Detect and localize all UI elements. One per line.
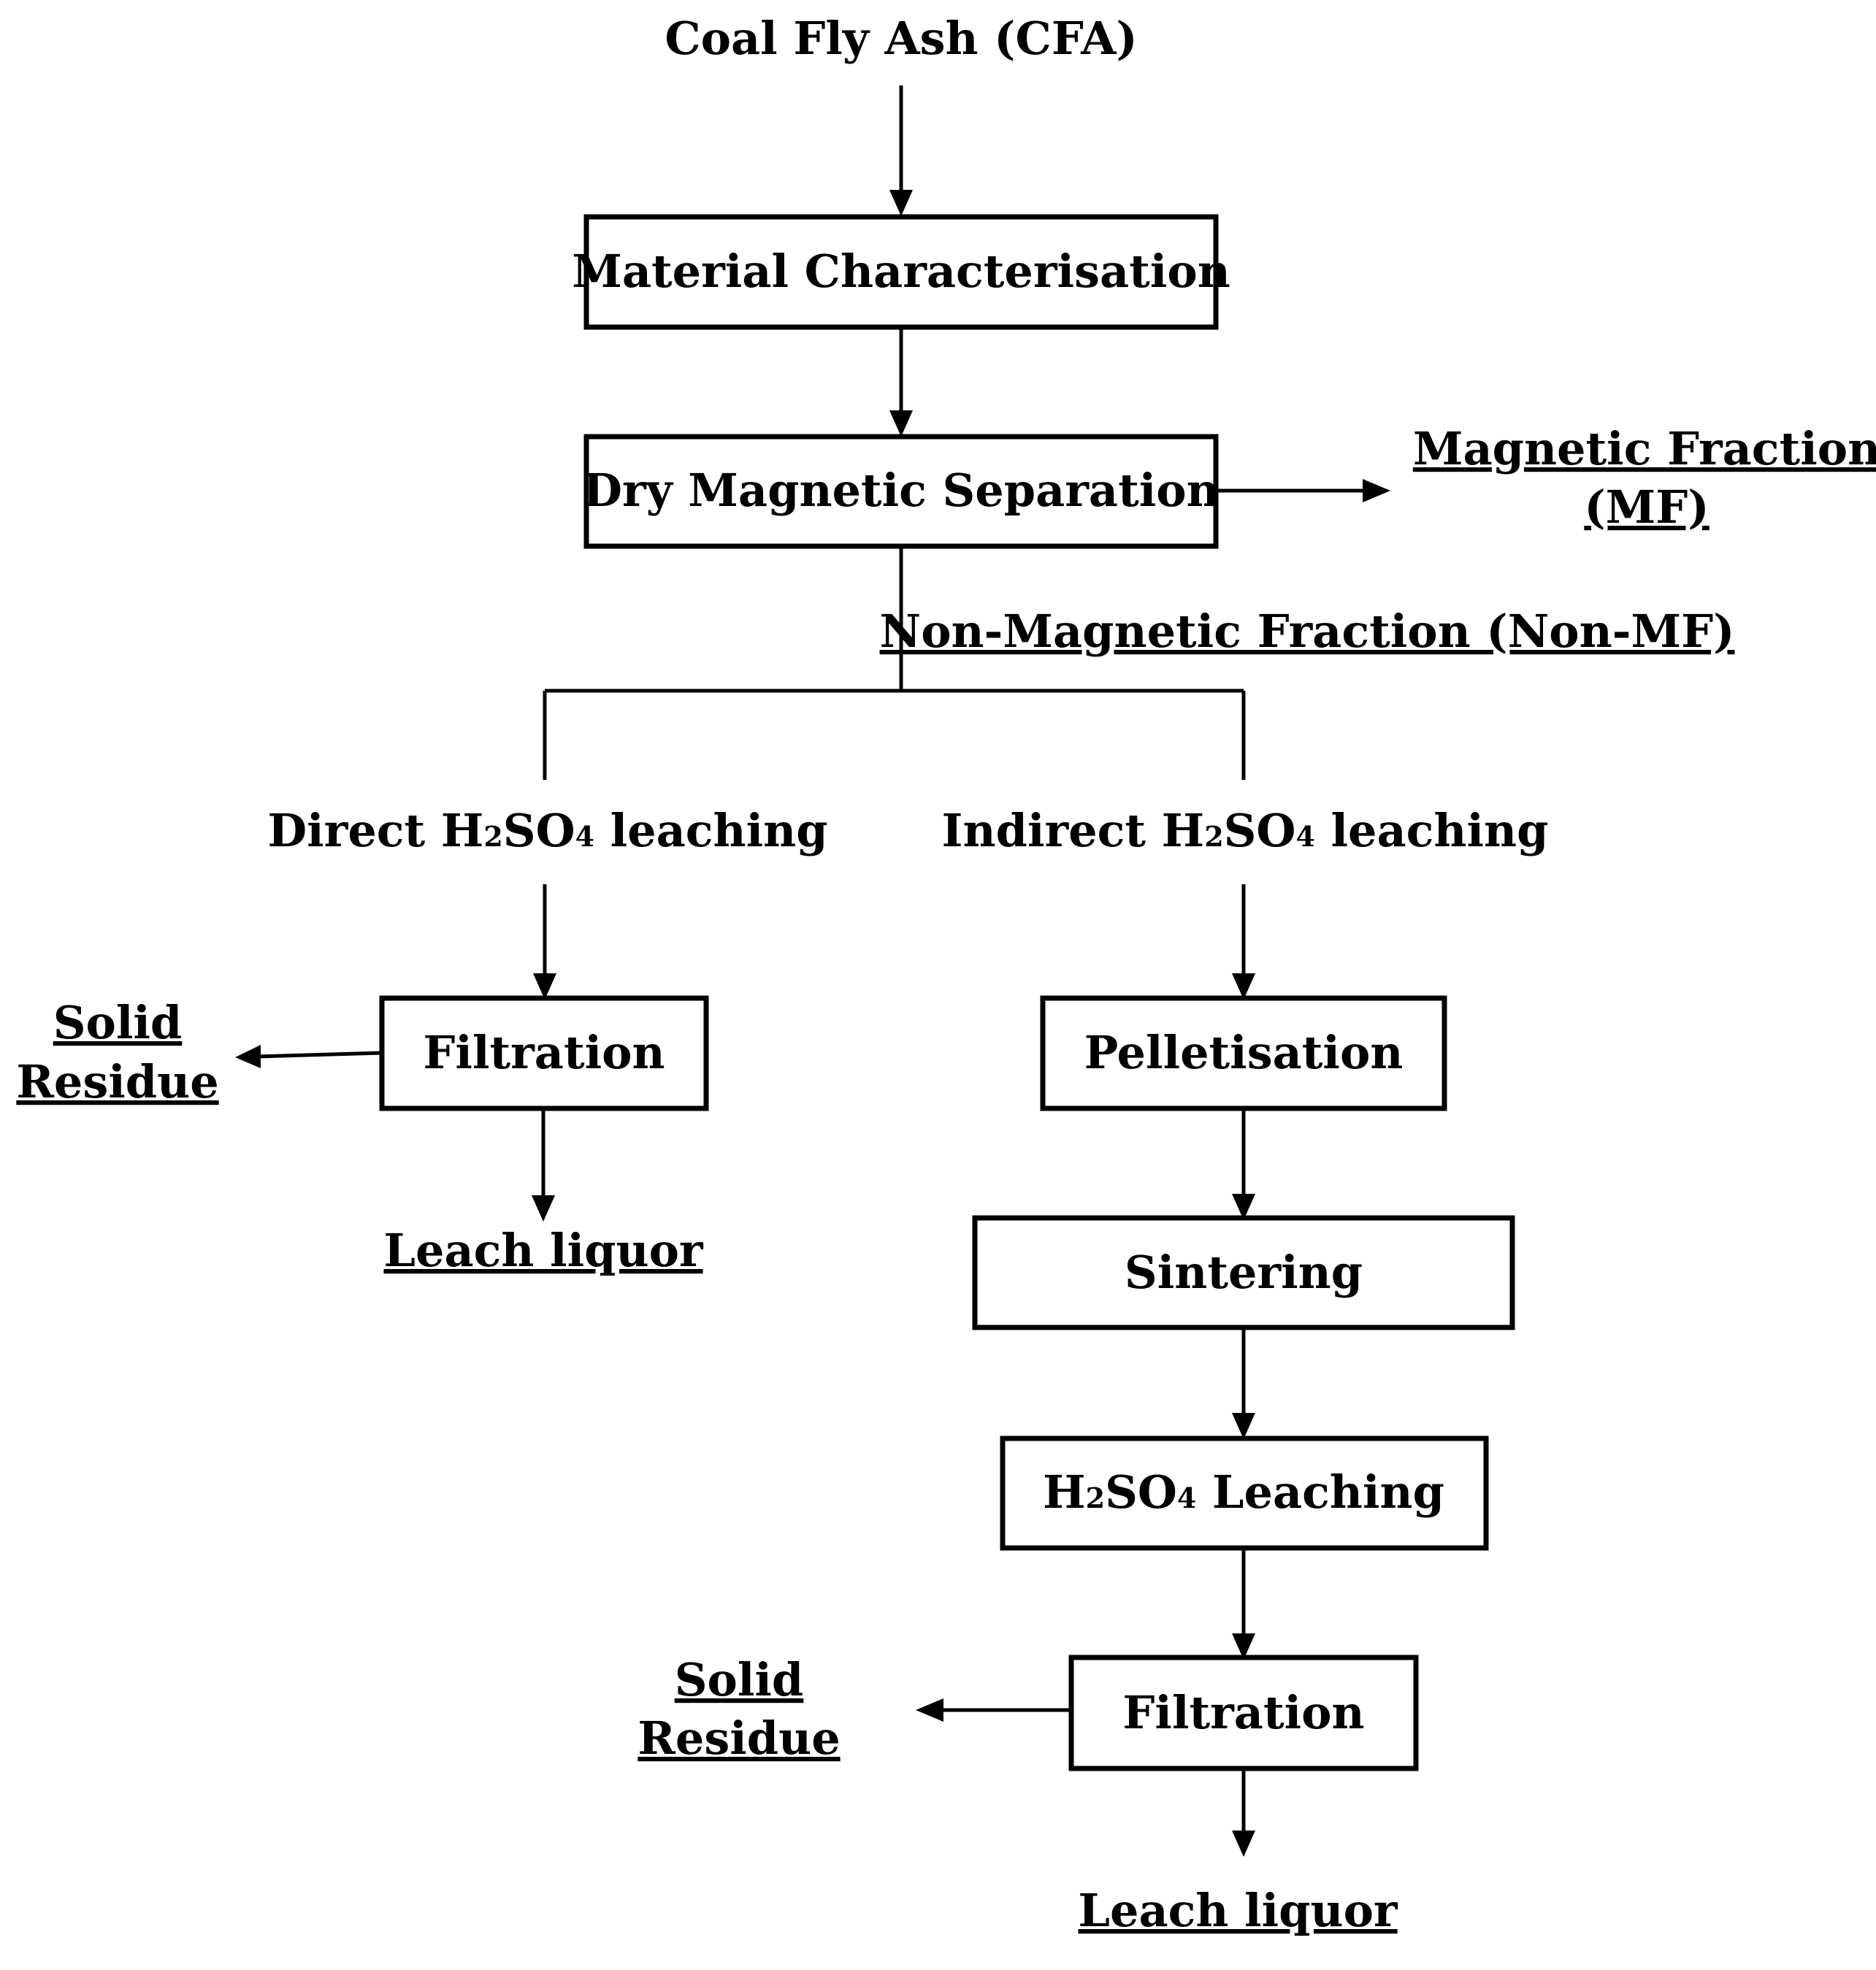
arrowhead-right (1363, 479, 1390, 502)
solid-residue-indirect-line2: Residue (638, 1712, 840, 1765)
arrowhead-down (889, 410, 913, 437)
leaching-label: H2SO4 Leaching (1043, 1465, 1444, 1519)
indirect-pre: Indirect H (942, 804, 1205, 857)
leaching-so: SO (1105, 1465, 1177, 1519)
pelletisation-label: Pelletisation (1084, 1026, 1404, 1079)
filtration-direct-box (379, 995, 709, 1111)
direct-sub2: 4 (575, 820, 594, 853)
indirect-sub2: 4 (1295, 820, 1314, 853)
arrowhead-down (1232, 1413, 1255, 1439)
leaching-sub1: 2 (1086, 1482, 1105, 1514)
leaching-h: H (1043, 1465, 1086, 1519)
arrowhead-down (533, 973, 556, 1000)
indirect-post: leaching (1315, 804, 1549, 857)
filtration-indirect-label: Filtration (1122, 1686, 1364, 1739)
indirect-leaching-label: Indirect H2SO4 leaching (942, 804, 1549, 857)
magnetic-fraction-label-line1: Magnetic Fraction (1413, 422, 1876, 475)
magnetic-separation-box (583, 434, 1219, 549)
magnetic-separation-label: Dry Magnetic Separation (583, 464, 1219, 517)
arrowhead-left (916, 1698, 943, 1722)
filtration-indirect-box (1068, 1655, 1419, 1771)
magnetic-fraction-label-line2: (MF) (1584, 480, 1709, 534)
direct-leaching-label: Direct H2SO4 leaching (267, 804, 827, 857)
leach-liquor-direct-label: Leach liquor (383, 1224, 704, 1277)
characterisation-box (583, 214, 1219, 330)
arrowhead-down (1232, 1194, 1255, 1220)
arrow-filtration-to-solid-residue (255, 1051, 383, 1059)
leaching-rest: Leaching (1196, 1465, 1444, 1519)
non-magnetic-fraction-label: Non-Magnetic Fraction (Non-MF) (880, 605, 1735, 658)
indirect-so: SO (1224, 804, 1296, 857)
direct-post: leaching (594, 804, 828, 857)
leach-liquor-indirect-label: Leach liquor (1078, 1884, 1398, 1937)
direct-so: SO (503, 804, 575, 857)
arrowhead-down (532, 1195, 555, 1222)
connectors (255, 85, 1367, 1834)
direct-sub1: 2 (483, 820, 502, 853)
indirect-sub1: 2 (1204, 820, 1223, 853)
leaching-sub2: 4 (1177, 1482, 1196, 1514)
arrowhead-down (1232, 1633, 1255, 1660)
arrowheads (235, 190, 1390, 1857)
solid-residue-indirect-line1: Solid (675, 1653, 804, 1706)
solid-residue-direct-line1: Solid (53, 996, 183, 1049)
sintering-box (972, 1215, 1515, 1330)
pelletisation-box (1040, 995, 1447, 1111)
solid-residue-direct-line2: Residue (16, 1055, 218, 1108)
sintering-label: Sintering (1125, 1246, 1363, 1299)
filtration-direct-label: Filtration (423, 1026, 665, 1079)
arrowhead-down (889, 190, 913, 216)
arrowhead-down (1232, 1831, 1255, 1857)
characterisation-label: Material Characterisation (572, 245, 1230, 298)
arrowhead-left (235, 1045, 261, 1068)
arrowhead-down (1232, 973, 1255, 1000)
source-label: Coal Fly Ash (CFA) (665, 12, 1137, 65)
process-boxes (379, 214, 1515, 1771)
direct-pre: Direct H (267, 804, 483, 857)
leaching-box (1000, 1436, 1489, 1551)
